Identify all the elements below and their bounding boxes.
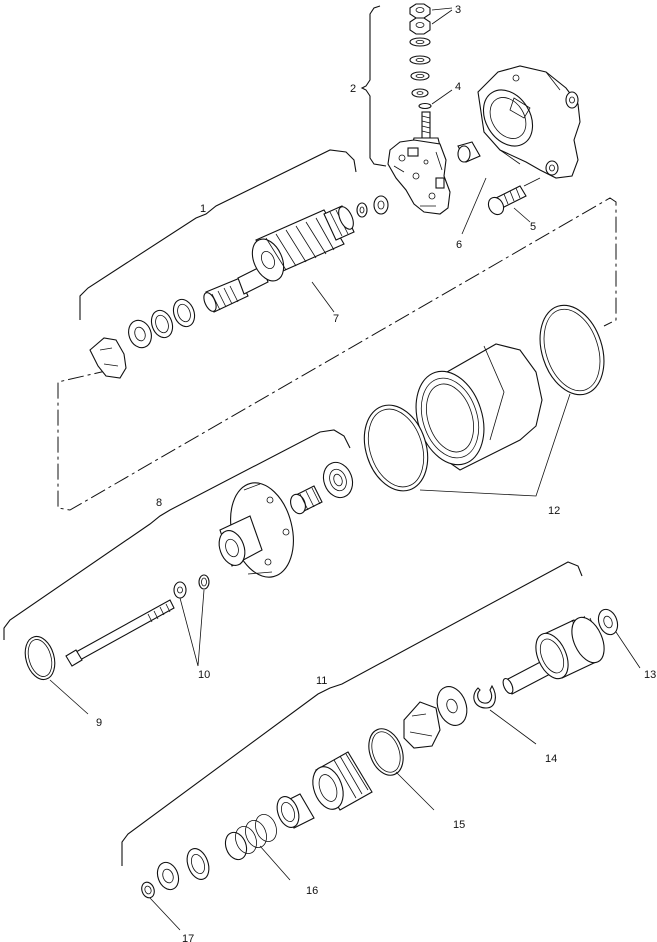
brush-clip-plate (89, 337, 127, 379)
leader-14 (489, 709, 537, 745)
callout-13: 13 (644, 669, 656, 681)
callout-5: 5 (530, 221, 536, 233)
callout-7: 7 (333, 313, 339, 325)
ball-bearing (322, 461, 354, 499)
leader-16 (259, 845, 291, 881)
spring-sleeve (276, 793, 315, 829)
leader-12 (419, 393, 571, 497)
overrunning-clutch (312, 751, 373, 811)
callout-12: 12 (548, 505, 560, 517)
snap-ring-14 (473, 684, 496, 709)
leader-6 (461, 177, 487, 235)
clip-17 (141, 881, 155, 899)
bracket-2 (360, 5, 387, 167)
callout-4: 4 (455, 81, 461, 93)
leader-4 (431, 89, 453, 105)
retainer (186, 848, 210, 880)
bracket-11 (121, 561, 583, 866)
end-housing (477, 65, 581, 179)
callout-2: 2 (350, 83, 356, 95)
pinion-gear-shaft (502, 615, 605, 695)
bracket-8 (3, 429, 351, 640)
washer-13 (597, 608, 619, 636)
assembly-centerline (57, 197, 617, 511)
stop-collar (156, 861, 180, 891)
callout-11: 11 (316, 675, 327, 687)
flat-washer (436, 686, 468, 726)
thrust-washers-upper (356, 195, 389, 218)
callout-15: 15 (453, 819, 465, 831)
nut-stack (409, 3, 432, 110)
leader-13 (615, 631, 641, 669)
callout-17: 17 (182, 933, 194, 942)
leader-10 (179, 589, 205, 667)
callout-16: 16 (306, 885, 318, 897)
callout-8: 8 (156, 497, 162, 509)
bracket-1 (79, 149, 357, 320)
bushing (457, 141, 481, 163)
spring-16 (224, 814, 277, 861)
leader-15 (395, 771, 435, 811)
callout-10: 10 (198, 669, 210, 681)
leader-3 (431, 7, 453, 25)
callout-14: 14 (545, 753, 557, 765)
through-bolt (65, 574, 210, 667)
o-ring-upper (539, 304, 605, 396)
callout-3: 3 (455, 4, 461, 16)
drive-end-housing (218, 482, 294, 578)
callout-6: 6 (456, 239, 462, 251)
leader-17 (149, 897, 181, 931)
clutch-cup (403, 701, 441, 749)
leader-7 (311, 281, 335, 313)
yoke-housing (415, 343, 543, 471)
thrust-washers-lower (128, 298, 196, 349)
callout-9: 9 (96, 717, 102, 729)
needle-bearing (290, 485, 323, 515)
o-ring-lower (363, 404, 429, 492)
armature (203, 205, 355, 313)
leader-5 (513, 207, 531, 223)
bolt-5 (487, 177, 541, 216)
leader-9 (49, 679, 89, 715)
brush-holder-plate (387, 139, 451, 215)
callout-1: 1 (200, 203, 206, 215)
